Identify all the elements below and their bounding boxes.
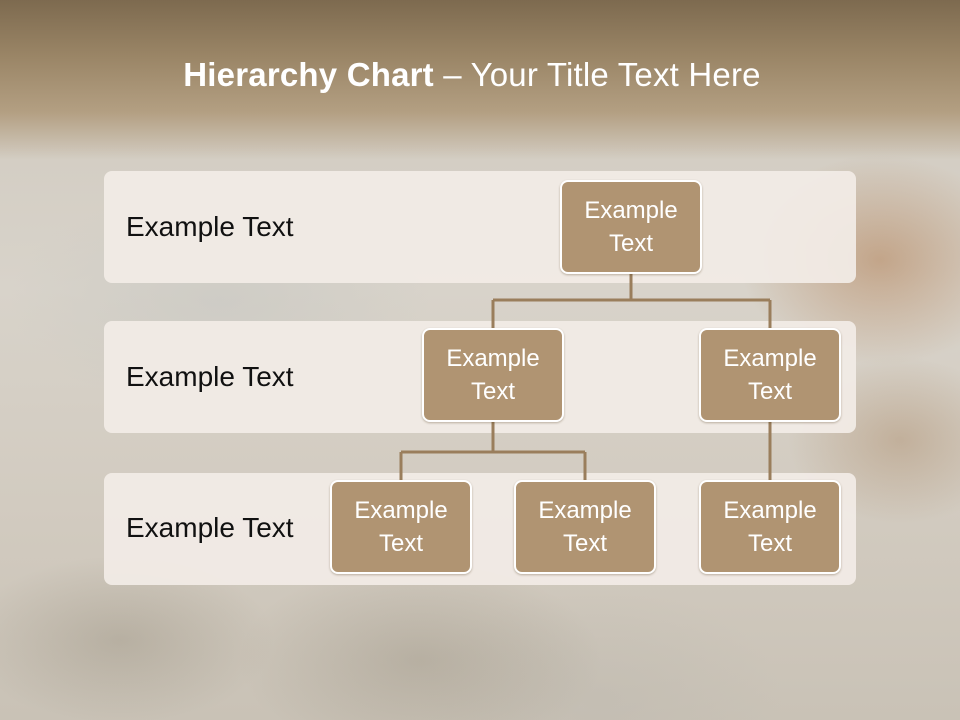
level-band-1: [104, 171, 856, 283]
level-label-3: Example Text: [126, 512, 294, 543]
node-level2-left-line1: Example: [446, 345, 540, 372]
title-rest-part: – Your Title Text Here: [433, 56, 761, 93]
node-level3-a-line1: Example: [354, 497, 448, 524]
node-level2-left-line2: Text: [470, 378, 515, 405]
node-root-line1: Example: [584, 197, 678, 224]
node-level3-c-line1: Example: [723, 497, 817, 524]
node-root-line2: Text: [608, 230, 653, 257]
slide-title: Hierarchy Chart – Your Title Text Here: [0, 56, 944, 94]
title-banner: [0, 0, 960, 160]
node-level2-right-line1: Example: [723, 345, 817, 372]
node-level3-b-line1: Example: [538, 497, 632, 524]
level-label-1: Example Text: [126, 211, 294, 242]
node-level2-right-line2: Text: [747, 378, 792, 405]
node-level3-a-line2: Text: [378, 530, 423, 557]
level-label-2: Example Text: [126, 361, 294, 392]
node-level3-b-line2: Text: [562, 530, 607, 557]
title-bold-part: Hierarchy Chart: [183, 56, 434, 93]
node-level3-c-line2: Text: [747, 530, 792, 557]
